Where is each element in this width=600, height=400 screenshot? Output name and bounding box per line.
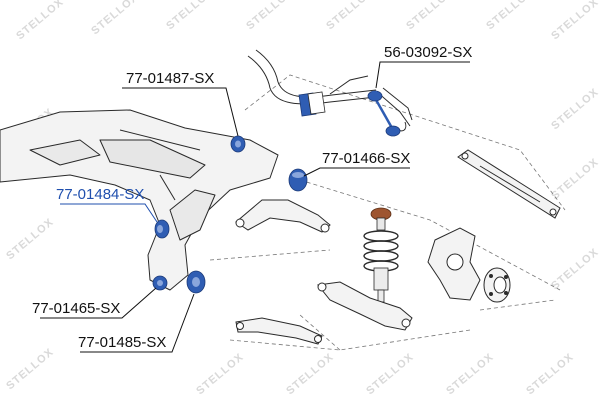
watermark-text: STELLOX	[364, 351, 416, 397]
leader-77-01487	[122, 87, 239, 137]
part-label-77-01466: 77-01466-SX	[322, 150, 411, 167]
assembly-dashed-lines	[209, 74, 566, 351]
lower-trailing-arm	[317, 281, 413, 331]
watermark-text: STELLOX	[549, 0, 600, 42]
part-label-77-01485: 77-01485-SX	[78, 334, 167, 351]
stabilizer-bushings	[298, 91, 326, 117]
watermark-text: STELLOX	[244, 0, 296, 32]
hub-knuckle	[427, 227, 481, 301]
subframe-outline	[0, 109, 279, 291]
leader-77-01484	[60, 203, 158, 223]
watermark-text: STELLOX	[444, 351, 496, 397]
part-label-77-01487: 77-01487-SX	[126, 70, 215, 87]
leader-77-01485	[80, 293, 195, 353]
watermark-text: STELLOX	[164, 0, 216, 32]
leader-lines	[40, 61, 470, 353]
watermark-text: STELLOX	[484, 0, 536, 32]
rear-tie-rod	[457, 149, 561, 219]
watermark-text: STELLOX	[4, 216, 56, 262]
watermark-text: STELLOX	[549, 246, 600, 292]
stabilizer-link	[367, 90, 401, 137]
coil-spring-strut	[363, 207, 399, 303]
watermark-text: STELLOX	[524, 351, 576, 397]
watermark-text: STELLOX	[194, 351, 246, 397]
leader-56-03092	[375, 61, 470, 89]
subframe-bushings	[152, 135, 308, 294]
part-label-77-01465: 77-01465-SX	[32, 300, 121, 317]
watermark-text: STELLOX	[89, 0, 141, 37]
watermark-text: STELLOX	[324, 0, 376, 32]
watermark-text: STELLOX	[284, 351, 336, 397]
leader-77-01465	[40, 287, 157, 319]
watermark-text: STELLOX	[14, 0, 66, 42]
lower-link	[235, 317, 323, 345]
part-label-77-01484: 77-01484-SX	[56, 186, 145, 203]
watermark-text: STELLOX	[549, 156, 600, 202]
part-label-56-03092: 56-03092-SX	[384, 44, 473, 61]
watermark-text: STELLOX	[549, 86, 600, 132]
watermark-text: STELLOX	[404, 0, 456, 32]
upper-control-arm	[235, 199, 331, 233]
leader-77-01466	[303, 167, 410, 177]
watermark-text: STELLOX	[4, 346, 56, 392]
wheel-hub	[483, 267, 511, 303]
